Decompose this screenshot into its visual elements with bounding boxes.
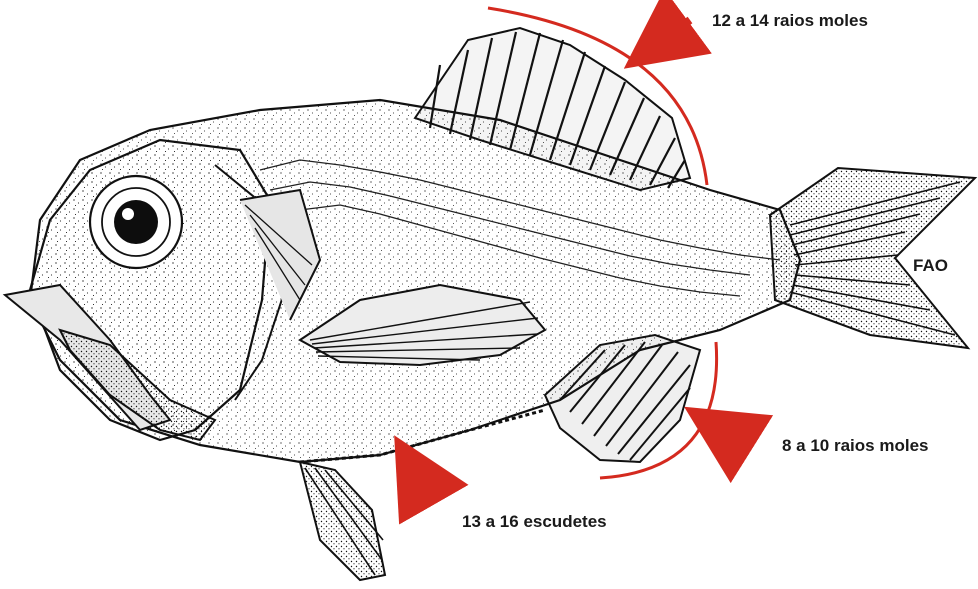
credit-label: FAO bbox=[913, 256, 948, 276]
scutes-arrow bbox=[414, 470, 430, 498]
ventral-scutes-label: 13 a 16 escudetes bbox=[462, 512, 607, 532]
anal-rays-arrow bbox=[718, 428, 750, 448]
dorsal-rays-label: 12 a 14 raios moles bbox=[712, 11, 868, 31]
pelvic-fin bbox=[300, 462, 385, 580]
anal-rays-label: 8 a 10 raios moles bbox=[782, 436, 928, 456]
dorsal-rays-arrow bbox=[656, 20, 690, 45]
